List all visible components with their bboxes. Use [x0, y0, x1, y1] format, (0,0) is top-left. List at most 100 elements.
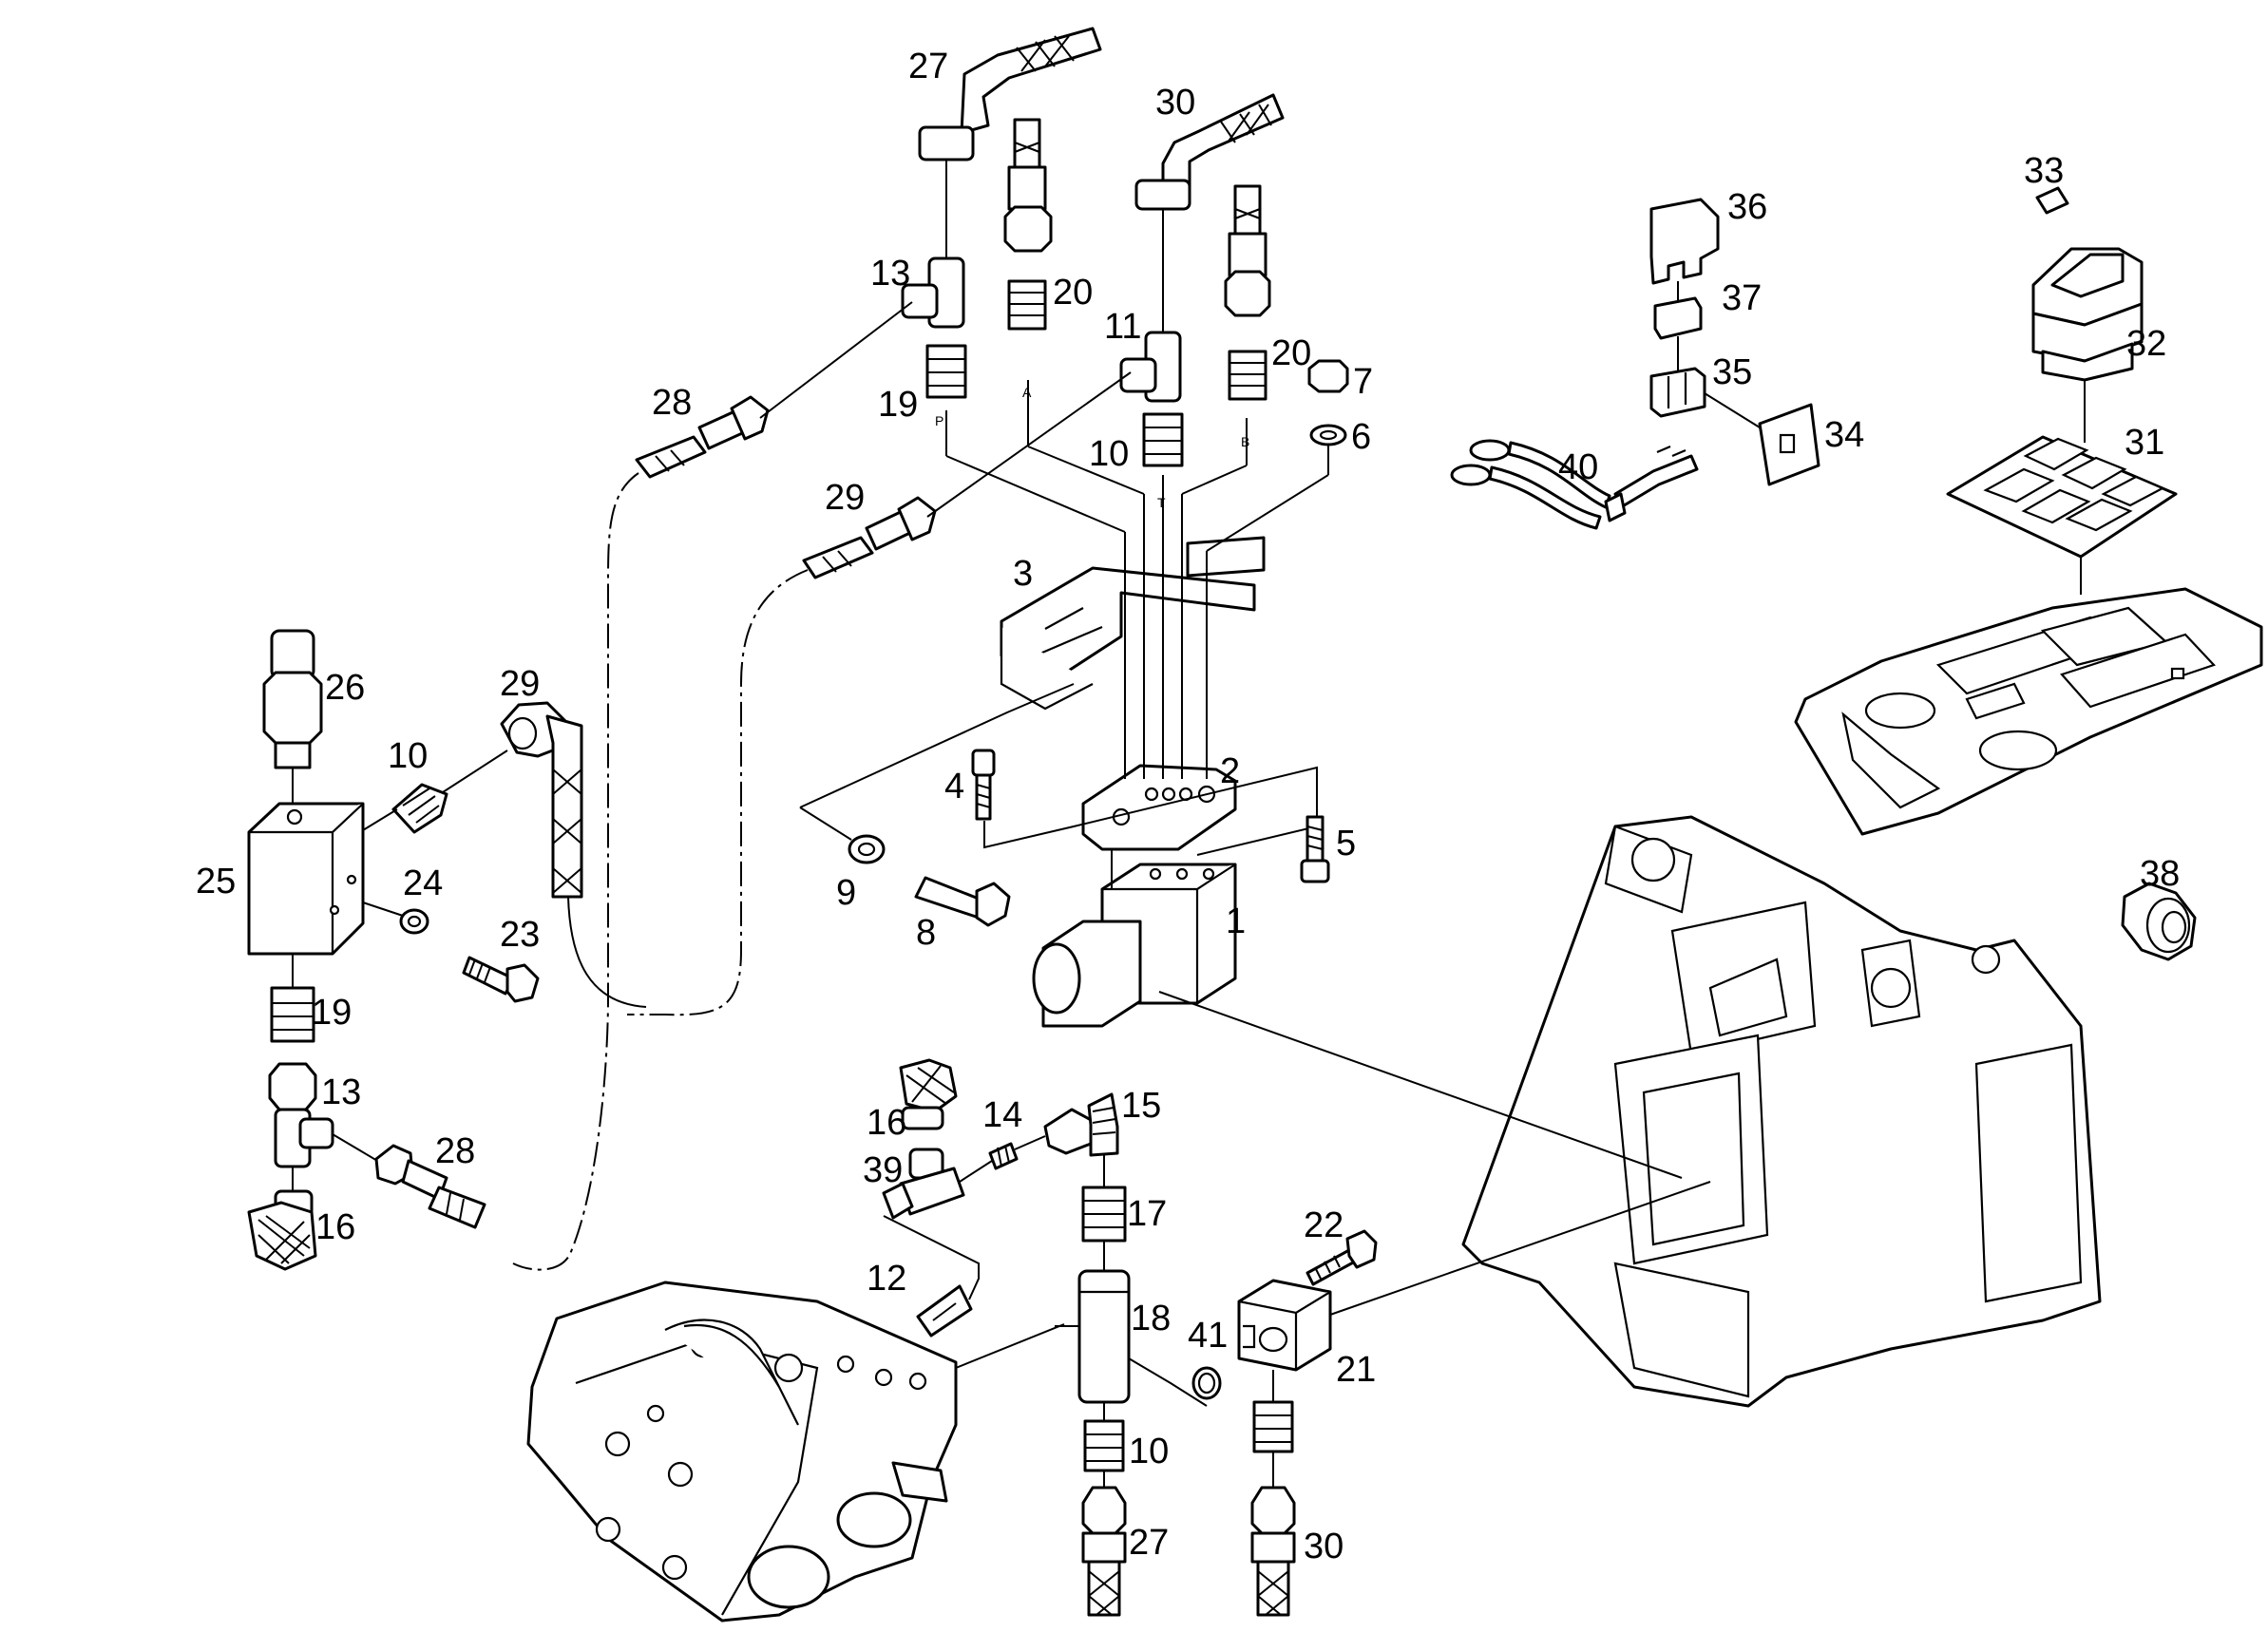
callout-16-left: 16: [315, 1207, 355, 1247]
bolt-22: [1306, 1229, 1378, 1286]
callout-38: 38: [2140, 854, 2180, 894]
adapter-19-left: [270, 954, 315, 1043]
callout-28-left: 28: [435, 1131, 475, 1171]
port-label-b: B: [1241, 434, 1249, 449]
fuse-holder-36: [1649, 198, 1720, 285]
callout-27-top: 27: [908, 47, 948, 86]
pressure-switch-20b: [1224, 184, 1271, 401]
fitting-29-top: [802, 371, 1132, 579]
plate-2: [1081, 764, 1237, 851]
tee-39: [882, 1148, 993, 1220]
fuse-37: [1653, 281, 1703, 372]
control-valve-bank: [526, 1281, 1065, 1623]
callout-20-b: 20: [1271, 333, 1311, 373]
callout-34: 34: [1824, 415, 1864, 455]
callout-33: 33: [2024, 151, 2064, 191]
callout-2: 2: [1220, 751, 1240, 791]
port-label-p: P: [935, 413, 943, 428]
tee-11: [1119, 331, 1184, 467]
callout-10-lower: 10: [1129, 1432, 1169, 1471]
callout-17: 17: [1127, 1194, 1167, 1234]
callout-9: 9: [836, 873, 856, 913]
callout-25: 25: [196, 862, 236, 901]
washer-9-bolt-8: [799, 683, 1075, 927]
callout-23: 23: [500, 915, 540, 955]
callout-28-top: 28: [652, 383, 692, 423]
coupling-16-left: [247, 1167, 317, 1271]
adapter-10-lower: [1083, 1419, 1125, 1488]
hose-27-top: [918, 27, 1102, 264]
callout-12: 12: [867, 1259, 906, 1299]
callout-16-lower: 16: [867, 1103, 906, 1143]
callout-10-top: 10: [1089, 434, 1129, 474]
o-ring-41: [1191, 1366, 1222, 1400]
callout-32: 32: [2126, 324, 2166, 364]
washer-24-bolt-23: [362, 901, 540, 1003]
bolt-4: [971, 749, 1318, 856]
switch-26: [262, 629, 323, 804]
console-cover: [1794, 587, 2263, 836]
cable-40: [1450, 439, 1699, 530]
hose-30-lower: [1250, 1486, 1296, 1617]
callout-41: 41: [1188, 1316, 1228, 1356]
callout-29-top: 29: [825, 478, 865, 518]
callout-30-lower: 30: [1304, 1527, 1344, 1566]
pilot-valve-block-1: [1032, 849, 1237, 1028]
switch-33: [2035, 186, 2069, 215]
callout-19-left: 19: [312, 993, 352, 1033]
adapter-10-left: [362, 750, 508, 834]
port-lines: [945, 380, 1329, 779]
callout-1: 1: [1226, 901, 1246, 941]
adapter-lower-30: [1252, 1400, 1294, 1488]
callout-27-lower: 27: [1129, 1523, 1169, 1563]
callout-13-left: 13: [321, 1072, 361, 1112]
leader-pilot-to-frame: [1158, 991, 1683, 1179]
callout-31: 31: [2125, 423, 2164, 463]
hose-run-middle: [627, 569, 809, 1016]
callout-14: 14: [982, 1095, 1022, 1135]
elbow-hose-29-left: [500, 701, 647, 1008]
fuse-socket-35: [1649, 367, 1761, 428]
callout-24: 24: [403, 863, 443, 903]
callout-21: 21: [1336, 1350, 1376, 1390]
pressure-switch-20a: [1003, 118, 1053, 331]
hose-27-lower: [1081, 1486, 1127, 1617]
callout-19-top: 19: [878, 385, 918, 425]
tee-13-left: [268, 1062, 385, 1168]
grommet-38: [2121, 882, 2197, 961]
rocker-switch-32: [2031, 247, 2144, 443]
fitting-28-left: [374, 1144, 486, 1229]
port-label-t: T: [1157, 495, 1166, 510]
port-label-a: A: [1022, 385, 1032, 400]
adapter-12: [883, 1215, 980, 1338]
callout-10-left: 10: [388, 736, 428, 776]
callout-5: 5: [1336, 824, 1356, 863]
bolt-5: [1300, 815, 1330, 883]
callout-40: 40: [1558, 447, 1598, 487]
loader-frame: [1461, 815, 2102, 1408]
callout-6: 6: [1351, 417, 1371, 457]
switch-panel-31: [1946, 435, 2178, 595]
tube-18: [1055, 1269, 1208, 1421]
valve-block-25: [247, 802, 365, 956]
elbow-15: [1043, 1092, 1119, 1187]
callout-30-top: 30: [1155, 83, 1195, 123]
nipple-14: [988, 1135, 1046, 1170]
nut-7-washer-6: [1307, 359, 1349, 475]
callout-labels: 1 2 3 4 5 6 7 8 9 10 10 10 11 12 13 13 1…: [196, 47, 2180, 1566]
block-21: [1237, 1181, 1711, 1402]
callout-39: 39: [863, 1150, 903, 1190]
bracket-3: [1000, 536, 1266, 711]
callout-35: 35: [1712, 352, 1752, 392]
callout-29-left: 29: [500, 664, 540, 704]
callout-37: 37: [1722, 278, 1762, 318]
callout-26: 26: [325, 668, 365, 708]
callout-7: 7: [1353, 362, 1373, 402]
fitting-28-top: [635, 301, 913, 479]
hose-30-top: [1134, 93, 1285, 332]
callout-3: 3: [1013, 554, 1033, 594]
adapter-17: [1081, 1186, 1127, 1271]
cover-34: [1758, 403, 1820, 486]
callout-15: 15: [1121, 1086, 1161, 1126]
callout-20-a: 20: [1053, 273, 1093, 313]
